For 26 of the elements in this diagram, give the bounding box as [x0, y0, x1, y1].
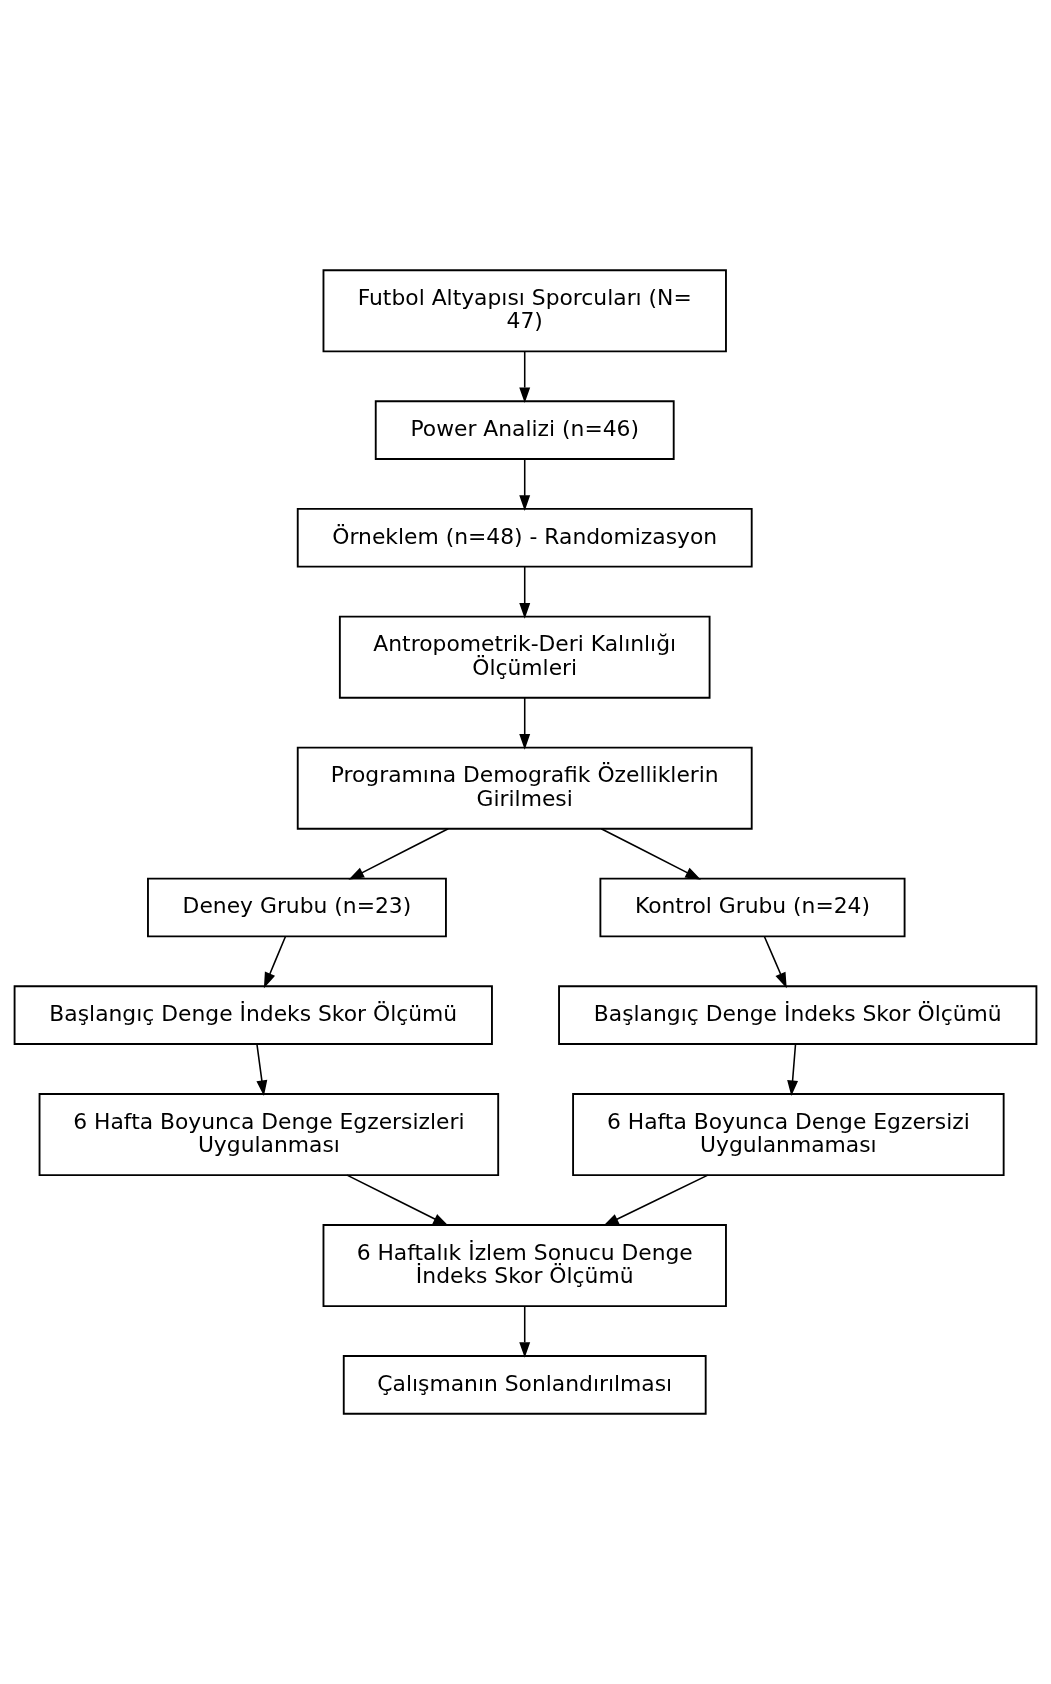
- arrow: [519, 1305, 531, 1358]
- arrow: [600, 828, 701, 880]
- arrow: [519, 350, 531, 404]
- arrow: [348, 828, 450, 880]
- node-box: 6 Hafta Boyunca Denge Egzersizi Uygulanmaması: [572, 1093, 1005, 1176]
- node-box: Deney Grubu (n=23): [147, 877, 447, 938]
- node-box: Programına Demografik Özelliklerin Girilmesi: [296, 746, 753, 830]
- node-box: Kontrol Grubu (n=24): [599, 877, 906, 938]
- node-box: Başlangıç Denge İndeks Skor Ölçümü: [13, 985, 493, 1045]
- node-box: 6 Hafta Boyunca Denge Egzersizleri Uygulanması: [38, 1093, 500, 1176]
- arrow: [603, 1174, 709, 1226]
- arrow: [256, 1043, 268, 1097]
- node-box: Futbol Altyapısı Sporcuları (N= 47): [322, 269, 727, 353]
- node-box: Power Analizi (n=46): [374, 400, 675, 460]
- arrow: [519, 697, 531, 750]
- node-box: Antropometrik-Deri Kalınlığı Ölçümleri: [338, 615, 711, 699]
- node-box: Başlangıç Denge İndeks Skor Ölçümü: [558, 985, 1038, 1045]
- arrow: [763, 935, 787, 989]
- node-box: Çalışmanın Sonlandırılması: [342, 1355, 707, 1415]
- arrow: [519, 566, 531, 619]
- arrow: [787, 1043, 799, 1097]
- arrow: [519, 458, 531, 511]
- arrow: [346, 1174, 449, 1226]
- arrow: [263, 935, 287, 989]
- node-box: Örneklem (n=48) - Randomizasyon: [296, 508, 753, 568]
- node-box: 6 Haftalık İzlem Sonucu Denge İndeks Skor Ölçümü: [322, 1224, 727, 1308]
